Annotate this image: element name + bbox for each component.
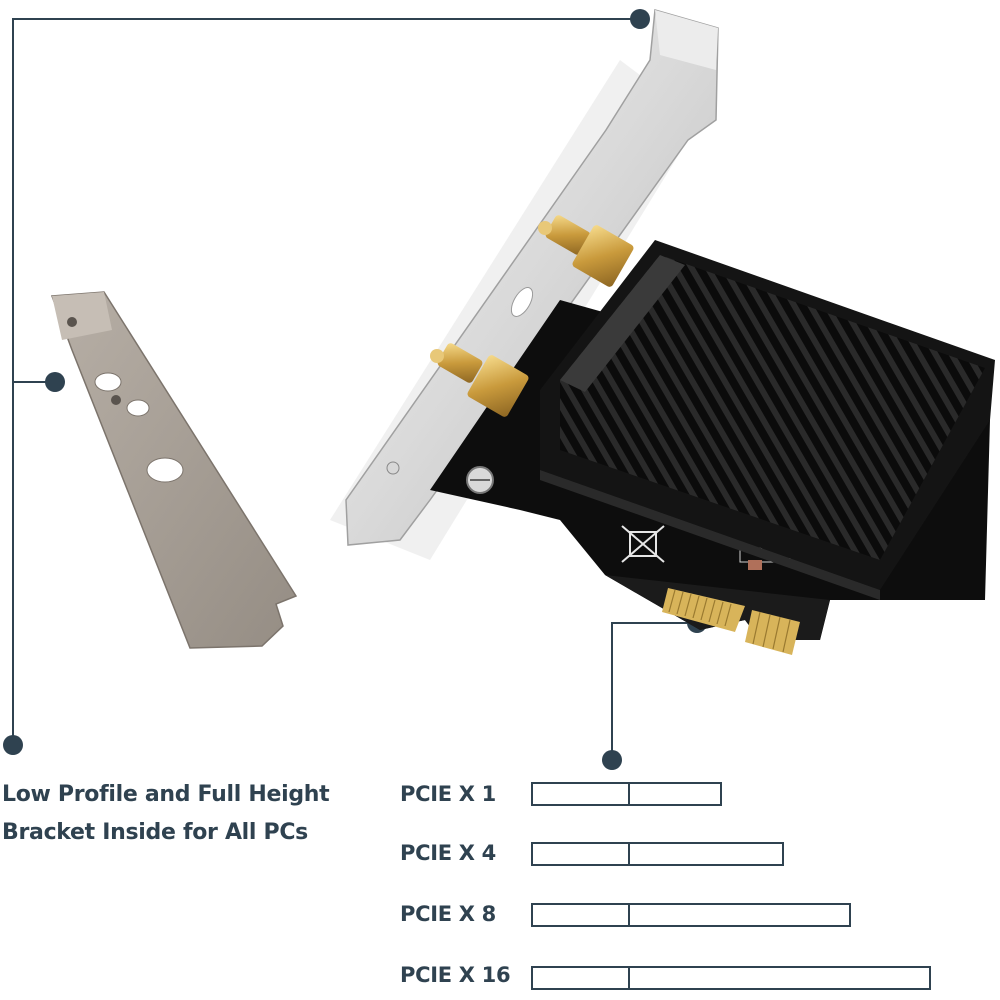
pcie-slot-bar-x1 — [531, 782, 722, 806]
callout-dot-slots — [602, 750, 622, 770]
full-height-bracket — [345, 9, 719, 546]
pcie-slot-bar-x4 — [531, 842, 784, 866]
bracket-hole — [146, 457, 184, 483]
callout-dot-top — [630, 9, 650, 29]
slot-key — [628, 966, 630, 990]
slot-key — [628, 903, 630, 927]
antenna-connector-main — [430, 343, 529, 417]
antenna-connector-aux — [538, 215, 634, 287]
pcie-slot-label-x8: PCIE X 8 — [400, 902, 496, 926]
weee-bin-icon — [621, 525, 665, 563]
pcie-slot-label-x1: PCIE X 1 — [400, 782, 496, 806]
slot-key — [628, 842, 630, 866]
bracket-caption: Low Profile and Full Height Bracket Insi… — [2, 776, 330, 852]
pcie-slot-bar-x16 — [531, 966, 931, 990]
callout-dot-bracket — [45, 372, 65, 392]
bracket-caption-line-2: Bracket Inside for All PCs — [2, 820, 308, 845]
bracket-hole — [126, 399, 150, 417]
pcie-slot-label-x4: PCIE X 4 — [400, 841, 496, 865]
bracket-caption-line-1: Low Profile and Full Height — [2, 782, 330, 807]
bracket-hole — [94, 372, 122, 392]
callout-dot-caption — [3, 735, 23, 755]
pcie-slot-bar-x8 — [531, 903, 851, 927]
pcie-slot-label-x16: PCIE X 16 — [400, 963, 511, 987]
heatsink — [540, 240, 995, 600]
slot-key — [628, 782, 630, 806]
low-profile-bracket — [50, 291, 298, 649]
